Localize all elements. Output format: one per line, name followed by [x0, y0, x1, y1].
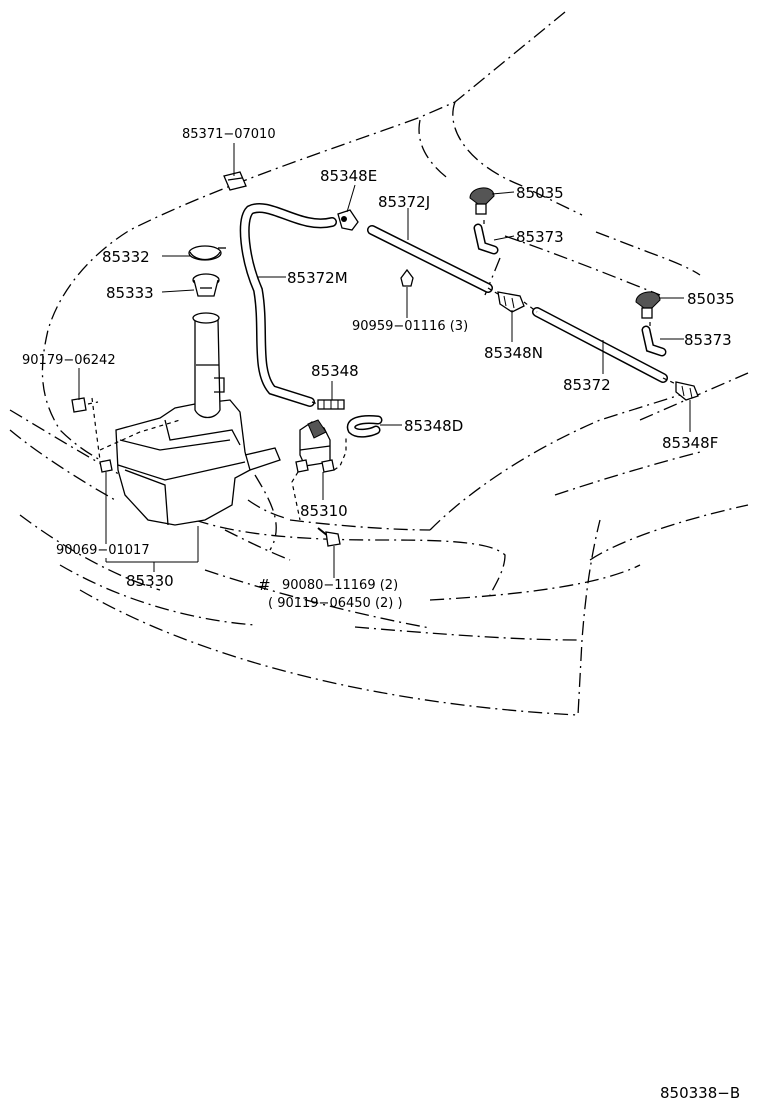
label-90959-01116: 90959−01116 (3) [352, 319, 468, 334]
filler-cap [188, 245, 226, 261]
part-labels: 85371−07010 85348E 85372J 85035 85373 85… [22, 127, 735, 611]
label-85035-b: 85035 [687, 290, 735, 308]
label-85348D: 85348D [404, 417, 463, 435]
washer-pump [295, 419, 335, 473]
label-90179-06242: 90179−06242 [22, 353, 116, 368]
joint-85348F [675, 381, 699, 401]
label-90069-01017: 90069−01017 [56, 543, 150, 558]
label-90119-06450: ( 90119−06450 (2) ) [268, 596, 403, 611]
hose-85348D [346, 415, 383, 438]
label-85348: 85348 [311, 362, 359, 380]
label-85373-a: 85373 [516, 228, 564, 246]
clip-90069 [99, 459, 113, 473]
label-85372J: 85372J [378, 193, 430, 211]
joint-85348E [337, 209, 359, 231]
label-85332: 85332 [102, 248, 150, 266]
label-85035-a: 85035 [516, 184, 564, 202]
label-85371-07010: 85371−07010 [182, 127, 276, 142]
label-90080-11169: 90080−11169 (2) [282, 578, 398, 593]
label-85348N: 85348N [484, 344, 543, 362]
label-85310: 85310 [300, 502, 348, 520]
joint-85348N [497, 291, 525, 313]
label-85373-b: 85373 [684, 331, 732, 349]
hose-85373-a [473, 223, 499, 255]
strainer [192, 273, 220, 297]
nozzle-85035-a [469, 187, 495, 215]
guide-lines [87, 220, 677, 521]
hose-85372M [239, 203, 337, 407]
nozzle-85035-b [635, 291, 661, 319]
clip-85371 [223, 171, 247, 191]
hose-85373-b [641, 325, 667, 357]
joint-85348 [317, 399, 345, 410]
hose-85372J [367, 225, 493, 293]
label-85348E: 85348E [320, 167, 377, 185]
clip-90959 [400, 268, 414, 287]
washer-tank [115, 312, 281, 526]
label-85372M: 85372M [287, 269, 348, 287]
label-85330: 85330 [126, 572, 174, 590]
diagram-code: 850338−B [660, 1084, 740, 1102]
label-85348F: 85348F [662, 434, 718, 452]
label-85372: 85372 [563, 376, 611, 394]
clip-90179 [71, 397, 87, 413]
bolt-90080 [317, 527, 341, 547]
label-hash-mark: # [258, 576, 271, 594]
leader-lines [78, 143, 691, 578]
label-85333: 85333 [106, 284, 154, 302]
hose-85372 [532, 307, 668, 383]
vehicle-body-outline [9, 11, 749, 716]
